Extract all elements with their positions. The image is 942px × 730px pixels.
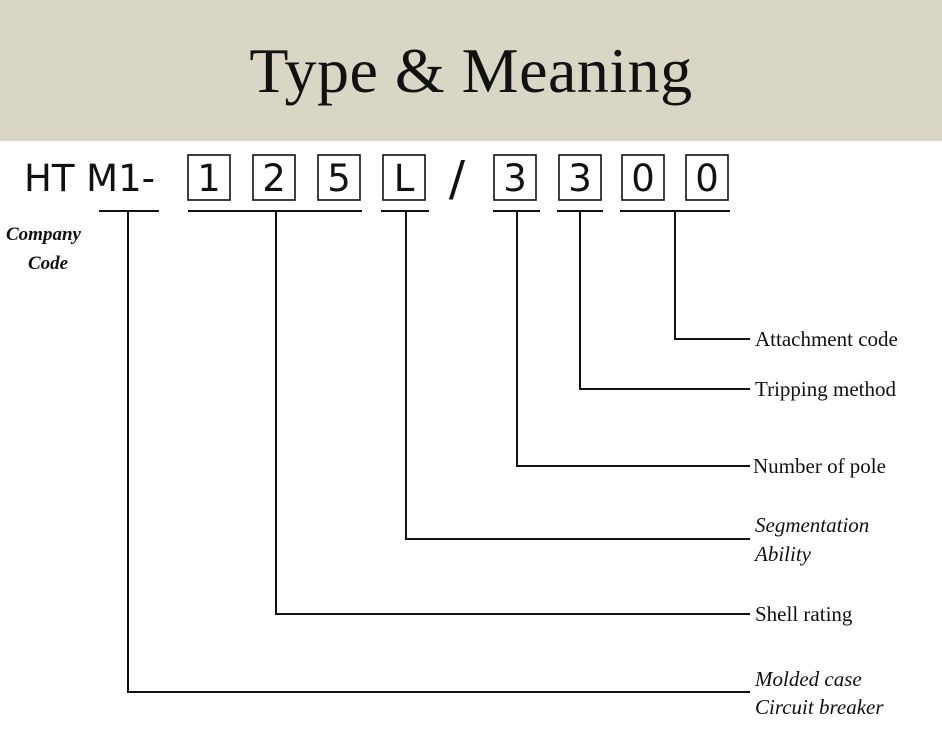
label-company-code-line2: Code bbox=[28, 253, 69, 274]
code-prefix: HT M1- bbox=[24, 157, 155, 200]
code-rating-2: 2 bbox=[262, 157, 286, 200]
code-box-attachment-1 bbox=[621, 154, 665, 201]
code-rating-1: 1 bbox=[197, 157, 221, 200]
code-box-pole bbox=[493, 154, 537, 201]
code-separator: / bbox=[449, 151, 466, 207]
code-box-tripping bbox=[558, 154, 602, 201]
label-number-of-pole: Number of pole bbox=[753, 454, 886, 478]
code-box-attachment-2 bbox=[685, 154, 729, 201]
code-attachment-2: 0 bbox=[695, 157, 719, 200]
title-banner bbox=[0, 0, 942, 141]
code-segment: L bbox=[394, 157, 415, 200]
label-company-code-line1: Company bbox=[6, 224, 82, 245]
label-molded-line2: Circuit breaker bbox=[755, 695, 884, 719]
code-box-rating-3 bbox=[317, 154, 361, 201]
code-rating-3: 5 bbox=[327, 157, 351, 200]
leader-tripping bbox=[579, 211, 750, 390]
label-molded-line1: Molded case bbox=[754, 667, 862, 691]
code-box-rating-1 bbox=[187, 154, 231, 201]
code-box-segment bbox=[382, 154, 426, 201]
label-segmentation-line1: Segmentation bbox=[755, 513, 869, 537]
code-box-rating-2 bbox=[252, 154, 296, 201]
page-title: Type & Meaning bbox=[249, 34, 693, 106]
label-segmentation-line2: Ability bbox=[753, 542, 812, 566]
label-tripping-method: Tripping method bbox=[755, 377, 896, 401]
leader-pole bbox=[516, 211, 750, 467]
code-tripping: 3 bbox=[568, 157, 592, 200]
leader-attachment bbox=[674, 211, 750, 340]
code-pole: 3 bbox=[503, 157, 527, 200]
leader-segmentation bbox=[405, 211, 750, 540]
label-shell-rating: Shell rating bbox=[755, 602, 853, 626]
leader-lines bbox=[127, 211, 750, 693]
leader-shell bbox=[275, 211, 750, 615]
label-attachment-code: Attachment code bbox=[755, 327, 898, 351]
code-attachment-1: 0 bbox=[631, 157, 655, 200]
leader-molded bbox=[127, 211, 750, 693]
